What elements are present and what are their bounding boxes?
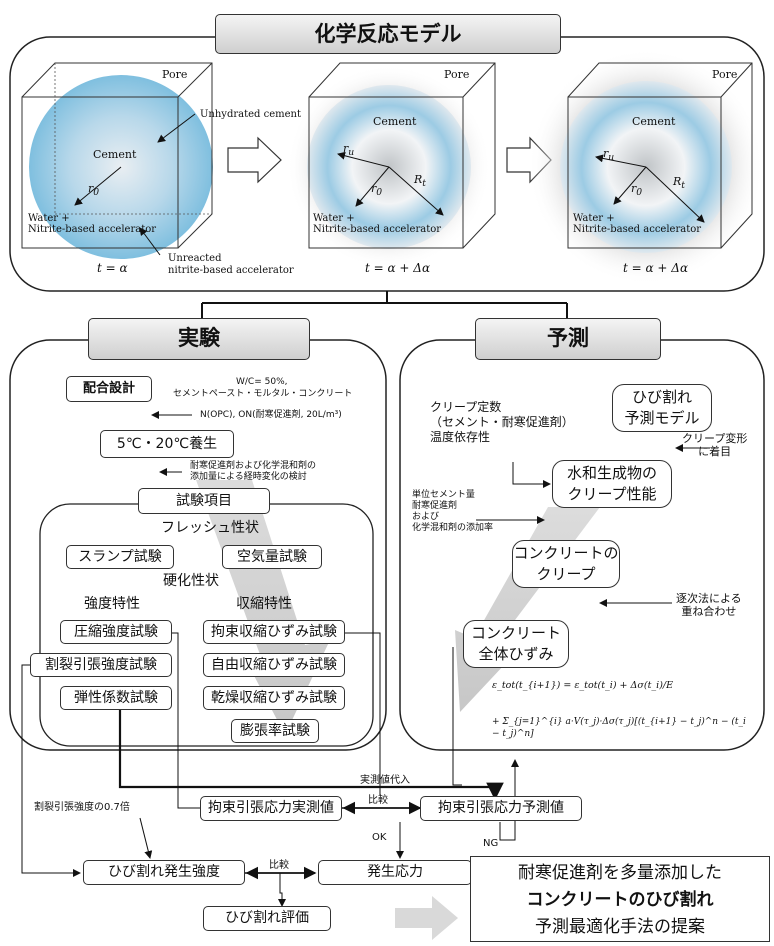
conclusion-arrow (395, 896, 458, 940)
experiment-title: 実験 (88, 318, 310, 360)
r0-label-1: r0 (88, 182, 100, 199)
creep-constant-1: クリープ定数 (430, 400, 502, 414)
curing-box: 5℃・20℃養生 (100, 430, 234, 458)
slump-test-box: スランプ試験 (66, 545, 174, 569)
curing-note-2: 添加量による経時変化の検討 (190, 472, 307, 482)
chemical-model-title: 化学反応モデル (215, 14, 561, 54)
cube-1 (21, 62, 213, 259)
crack-strength-box: ひび割れ発生強度 (83, 860, 245, 885)
cement-label-3: Cement (632, 115, 676, 128)
r0-label-2: r0 (371, 182, 383, 199)
predicted-stress-box: 拘束引張応力予測値 (420, 796, 582, 821)
measured-input-label: 実測値代入 (360, 775, 410, 786)
time-label-1: t = α (97, 261, 128, 275)
ok-label: OK (372, 832, 387, 843)
split-tensile-test-box: 割裂引張強度試験 (30, 653, 172, 677)
water-label-1: Water + (28, 213, 70, 224)
ru-label-2: ru (343, 142, 355, 159)
rt-label-3: Rt (673, 175, 685, 192)
superposition-note: 逐次法による 重ね合わせ (676, 592, 742, 618)
mix-note-1: W/C= 50%, (236, 377, 288, 387)
fresh-properties-label: フレッシュ性状 (161, 520, 259, 536)
cement-label-2: Cement (373, 115, 417, 128)
mix-note-2: セメントペースト・モルタル・コンクリート (173, 389, 353, 399)
ng-label: NG (483, 838, 499, 849)
compare-label-2: 比較 (269, 860, 289, 871)
crack-evaluation-box: ひび割れ評価 (203, 906, 331, 931)
mix-design-box: 配合設計 (66, 376, 152, 402)
pore-label-1: Pore (162, 68, 188, 81)
unreacted-label-1: Unreacted (168, 253, 222, 264)
ru-label-3: ru (603, 147, 615, 164)
test-items-box: 試験項目 (138, 488, 270, 514)
compare-label-1: 比較 (368, 795, 388, 806)
pore-label-2: Pore (444, 68, 470, 81)
hardened-properties-label: 硬化性状 (163, 573, 219, 589)
elastic-modulus-test-box: 弾性係数試験 (60, 686, 172, 710)
equation-line-2: + Σ_{j=1}^{i} a·V(τ_j)·Δσ(τ_j)[(t_{i+1} … (492, 717, 746, 739)
time-label-2: t = α + Δα (365, 261, 431, 275)
measured-stress-box: 拘束引張応力実測値 (200, 796, 342, 821)
air-test-box: 空気量試験 (222, 545, 322, 569)
accelerator-label-3: Nitrite-based accelerator (573, 224, 702, 235)
unit-cement-note: 単位セメント量 耐寒促進剤 および 化学混和剤の添加率 (412, 490, 494, 533)
unreacted-label-2: nitrite-based accelerator (168, 265, 294, 276)
creep-deformation-note: クリープ変形 に着目 (682, 432, 748, 458)
conclusion-box: 耐寒促進剤を多量添加した コンクリートのひび割れ 予測最適化手法の提案 (470, 856, 770, 942)
compressive-test-box: 圧縮強度試験 (60, 620, 172, 644)
r0-label-3: r0 (631, 182, 643, 199)
shrinkage-properties-label: 収縮特性 (236, 596, 292, 612)
equation-line-1: ε_tot(t_{i+1}) = ε_tot(t_i) + Δσ(t_i)/E (492, 680, 674, 691)
concrete-creep-box: コンクリートの クリープ (512, 540, 620, 588)
drying-shrinkage-test-box: 乾燥収縮ひずみ試験 (203, 686, 345, 710)
pore-label-3: Pore (712, 68, 738, 81)
water-label-2: Water + (313, 213, 355, 224)
cube-3 (528, 49, 764, 285)
restrained-shrinkage-test-box: 拘束収縮ひずみ試験 (203, 620, 345, 644)
prediction-title: 予測 (475, 318, 661, 360)
crack-prediction-model-box: ひび割れ 予測モデル (612, 384, 712, 432)
rt-label-2: Rt (414, 173, 426, 190)
unhydrated-cement-label: Unhydrated cement (200, 109, 301, 120)
total-strain-box: コンクリート 全体ひずみ (463, 620, 569, 668)
accelerator-label-2: Nitrite-based accelerator (313, 224, 442, 235)
expansion-test-box: 膨張率試験 (231, 719, 319, 743)
accelerator-label-1: Nitrite-based accelerator (28, 224, 157, 235)
mix-note-3: N(OPC), ON(耐寒促進剤, 20L/m³) (200, 410, 342, 420)
generated-stress-box: 発生応力 (318, 860, 472, 885)
curing-note-1: 耐寒促進剤および化学混和剤の (190, 461, 317, 471)
progress-arrow-1 (227, 136, 282, 184)
time-label-3: t = α + Δα (623, 261, 689, 275)
water-label-3: Water + (573, 213, 615, 224)
creep-constant-3: 温度依存性 (430, 430, 491, 444)
creep-constant-2: （セメント・耐寒促進剤） (430, 415, 574, 429)
free-shrinkage-test-box: 自由収縮ひずみ試験 (203, 653, 345, 677)
cement-label-1: Cement (93, 148, 137, 161)
hydrate-creep-box: 水和生成物の クリープ性能 (552, 460, 672, 508)
cube-2 (287, 62, 496, 269)
strength-properties-label: 強度特性 (84, 596, 140, 612)
split-ratio-label: 割裂引張強度の0.7倍 (34, 802, 130, 813)
